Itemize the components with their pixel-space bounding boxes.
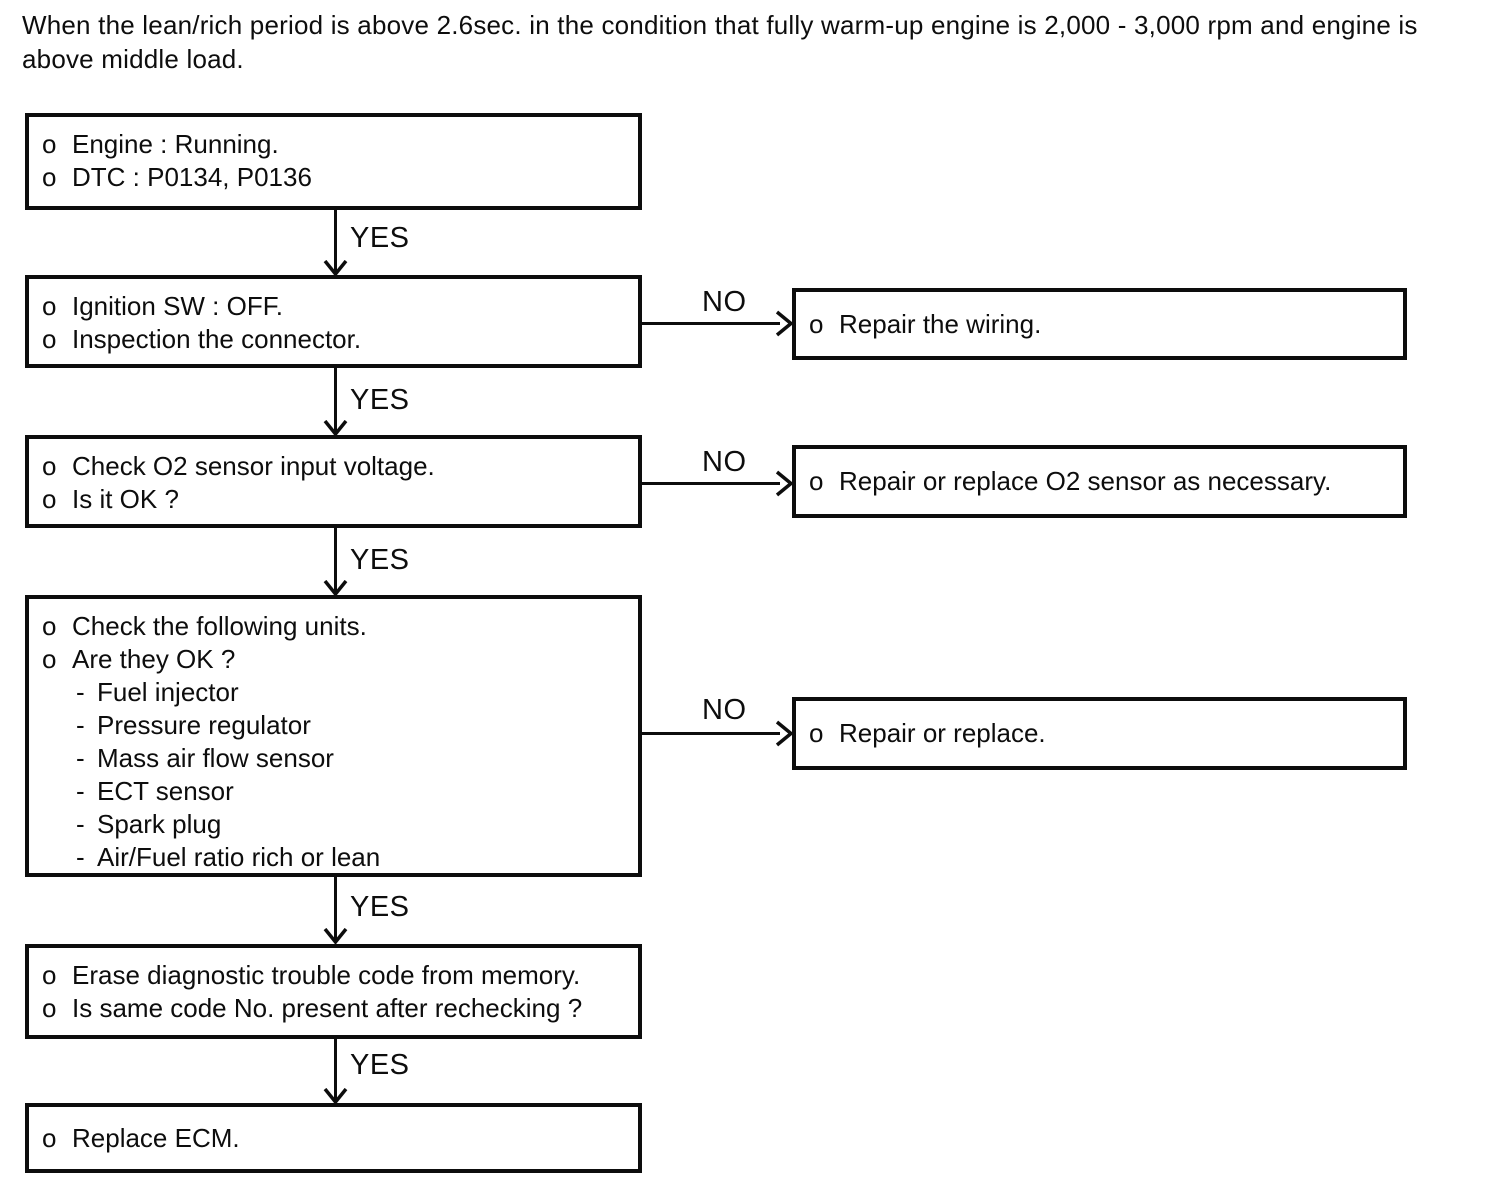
checklist-text: Air/Fuel ratio rich or lean bbox=[97, 842, 381, 872]
checklist-text: Mass air flow sensor bbox=[97, 743, 334, 773]
step-text: DTC : P0134, P0136 bbox=[72, 162, 312, 192]
step-box-check-o2-voltage: o Check O2 sensor input voltage. o Is it… bbox=[25, 435, 642, 528]
action-box-repair-or-replace: o Repair or replace. bbox=[792, 697, 1407, 770]
step-line: o Erase diagnostic trouble code from mem… bbox=[42, 959, 628, 992]
condition-description: When the lean/rich period is above 2.6se… bbox=[22, 10, 1418, 74]
action-text: Repair or replace O2 sensor as necessary… bbox=[839, 466, 1332, 496]
arrowhead-right-icon bbox=[776, 310, 793, 337]
step-line: o Check the following units. bbox=[42, 610, 628, 643]
step-box-replace-ecm: o Replace ECM. bbox=[25, 1103, 642, 1173]
bullet-marker: o bbox=[42, 324, 57, 354]
action-line: o Repair the wiring. bbox=[809, 308, 1393, 341]
yes-edge-label: YES bbox=[350, 891, 410, 923]
checklist-text: Fuel injector bbox=[97, 677, 239, 707]
action-box-repair-wiring: o Repair the wiring. bbox=[792, 288, 1407, 360]
step-text: Engine : Running. bbox=[72, 129, 279, 159]
step-line: o DTC : P0134, P0136 bbox=[42, 161, 628, 194]
checklist-item: - Mass air flow sensor bbox=[42, 742, 628, 775]
step-box-ignition-off: o Ignition SW : OFF. o Inspection the co… bbox=[25, 275, 642, 368]
arrowhead-down-icon bbox=[323, 928, 348, 944]
step-line: o Are they OK ? bbox=[42, 643, 628, 676]
step-box-erase-dtc: o Erase diagnostic trouble code from mem… bbox=[25, 944, 642, 1039]
bullet-marker: o bbox=[42, 129, 57, 159]
step-line: o Inspection the connector. bbox=[42, 323, 628, 356]
step-text: Are they OK ? bbox=[72, 644, 236, 674]
bullet-marker: o bbox=[42, 484, 57, 514]
step-box-check-units: o Check the following units. o Are they … bbox=[25, 595, 642, 877]
no-edge-label: NO bbox=[702, 694, 747, 726]
flow-line-right bbox=[642, 322, 780, 325]
yes-edge-label: YES bbox=[350, 544, 410, 576]
bullet-marker: o bbox=[42, 960, 57, 990]
bullet-marker: o bbox=[42, 1122, 57, 1153]
checklist-item: - Fuel injector bbox=[42, 676, 628, 709]
bullet-marker: o bbox=[42, 993, 57, 1023]
action-box-repair-o2-sensor: o Repair or replace O2 sensor as necessa… bbox=[792, 445, 1407, 518]
bullet-marker: o bbox=[809, 308, 824, 339]
step-text: Check the following units. bbox=[72, 611, 367, 641]
step-line: o Ignition SW : OFF. bbox=[42, 290, 628, 323]
step-text: Inspection the connector. bbox=[72, 324, 362, 354]
step-line: o Is it OK ? bbox=[42, 483, 628, 516]
arrowhead-down-icon bbox=[323, 260, 348, 276]
step-line: o Replace ECM. bbox=[42, 1122, 628, 1155]
yes-edge-label: YES bbox=[350, 384, 410, 416]
flow-line-down bbox=[334, 210, 337, 272]
bullet-marker: o bbox=[42, 291, 57, 321]
arrowhead-down-icon bbox=[323, 420, 348, 436]
action-text: Repair the wiring. bbox=[839, 308, 1042, 339]
flow-line-down bbox=[334, 368, 337, 432]
dash-marker: - bbox=[76, 776, 85, 806]
action-text: Repair or replace. bbox=[839, 718, 1046, 748]
no-edge-label: NO bbox=[702, 286, 747, 318]
bullet-marker: o bbox=[809, 466, 824, 496]
step-box-engine-running: o Engine : Running. o DTC : P0134, P0136 bbox=[25, 113, 642, 210]
dash-marker: - bbox=[76, 677, 85, 707]
step-text: Check O2 sensor input voltage. bbox=[72, 451, 435, 481]
flow-line-down bbox=[334, 1039, 337, 1100]
dash-marker: - bbox=[76, 809, 85, 839]
step-text: Ignition SW : OFF. bbox=[72, 291, 283, 321]
flow-line-right bbox=[642, 732, 780, 735]
step-line: o Is same code No. present after recheck… bbox=[42, 992, 628, 1025]
bullet-marker: o bbox=[42, 644, 57, 674]
arrowhead-down-icon bbox=[323, 1088, 348, 1104]
step-line: o Engine : Running. bbox=[42, 128, 628, 161]
dash-marker: - bbox=[76, 743, 85, 773]
no-edge-label: NO bbox=[702, 446, 747, 478]
arrowhead-right-icon bbox=[776, 720, 793, 747]
checklist-text: Pressure regulator bbox=[97, 710, 311, 740]
action-line: o Repair or replace O2 sensor as necessa… bbox=[809, 465, 1393, 498]
arrowhead-right-icon bbox=[776, 470, 793, 497]
bullet-marker: o bbox=[42, 611, 57, 641]
step-line: o Check O2 sensor input voltage. bbox=[42, 450, 628, 483]
checklist-text: ECT sensor bbox=[97, 776, 234, 806]
action-line: o Repair or replace. bbox=[809, 717, 1393, 750]
dash-marker: - bbox=[76, 842, 85, 872]
step-text: Replace ECM. bbox=[72, 1122, 240, 1153]
checklist-item: - Air/Fuel ratio rich or lean bbox=[42, 841, 628, 874]
bullet-marker: o bbox=[42, 451, 57, 481]
checklist-item: - Pressure regulator bbox=[42, 709, 628, 742]
checklist-item: - ECT sensor bbox=[42, 775, 628, 808]
checklist-item: - Spark plug bbox=[42, 808, 628, 841]
checklist-text: Spark plug bbox=[97, 809, 222, 839]
yes-edge-label: YES bbox=[350, 222, 410, 254]
bullet-marker: o bbox=[42, 162, 57, 192]
flow-line-down bbox=[334, 528, 337, 592]
bullet-marker: o bbox=[809, 718, 824, 748]
dash-marker: - bbox=[76, 710, 85, 740]
flow-line-right bbox=[642, 482, 780, 485]
step-text: Erase diagnostic trouble code from memor… bbox=[72, 960, 581, 990]
yes-edge-label: YES bbox=[350, 1049, 410, 1081]
step-text: Is same code No. present after recheckin… bbox=[72, 993, 583, 1023]
arrowhead-down-icon bbox=[323, 580, 348, 596]
flow-line-down bbox=[334, 877, 337, 940]
step-text: Is it OK ? bbox=[72, 484, 179, 514]
